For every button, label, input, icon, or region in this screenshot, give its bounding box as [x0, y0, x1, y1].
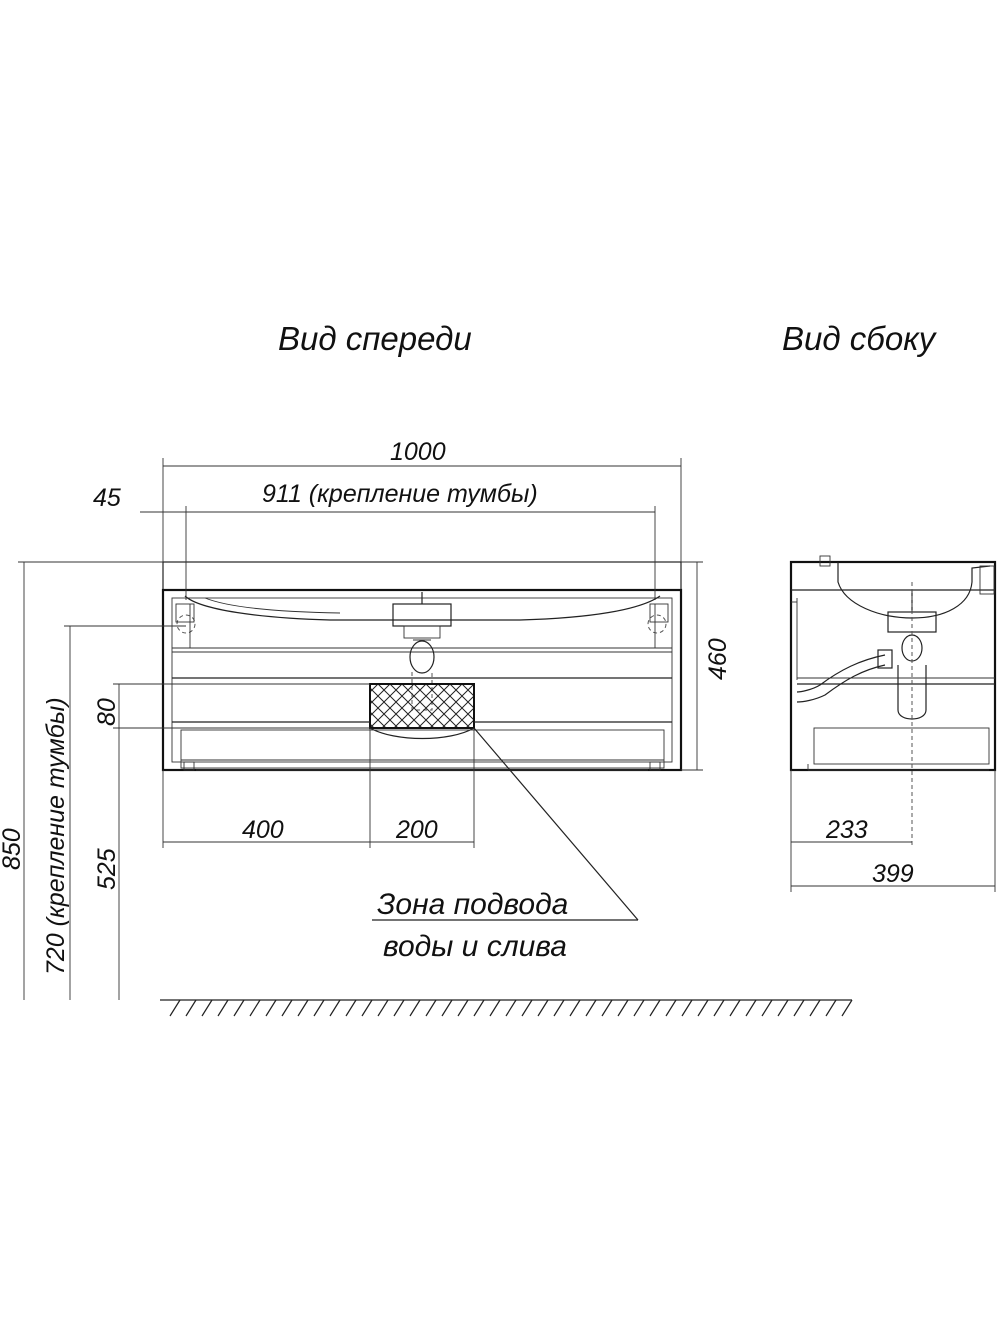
dim-height: 460: [704, 638, 732, 680]
floor-hatch-mark: [297, 999, 309, 1017]
floor-hatch-mark: [777, 999, 789, 1017]
side-drawer: [813, 727, 990, 765]
floor-hatch-mark: [697, 999, 709, 1017]
front-view: [161, 561, 683, 772]
floor-hatch-mark: [585, 999, 597, 1017]
floor-hatch-mark: [633, 999, 645, 1017]
dim-drain-offset: 233: [825, 816, 868, 844]
dim-zone-offset-x: 400: [242, 816, 284, 844]
mount-hole-right: [647, 614, 667, 634]
floor-hatch-mark: [793, 999, 805, 1017]
mount-hole-left: [176, 614, 196, 634]
floor-hatch-mark: [217, 999, 229, 1017]
floor-hatch-mark: [201, 999, 213, 1017]
floor-hatch-mark: [713, 999, 725, 1017]
floor-hatch-mark: [761, 999, 773, 1017]
floor-hatch-mark: [569, 999, 581, 1017]
floor-hatch-mark: [377, 999, 389, 1017]
floor-hatch-mark: [169, 999, 181, 1017]
callout-line2: воды и слива: [383, 930, 567, 963]
floor-hatch-mark: [441, 999, 453, 1017]
dim-offset: 45: [93, 484, 121, 512]
siphon-nut: [392, 603, 452, 627]
floor-hatch-mark: [249, 999, 261, 1017]
floor-hatch-mark: [505, 999, 517, 1017]
side-cabinet-outline: [789, 560, 997, 772]
floor-hatch-mark: [457, 999, 469, 1017]
basin-top: [162, 561, 682, 591]
floor-hatch-mark: [537, 999, 549, 1017]
cabinet-body: [161, 588, 683, 772]
floor-hatch-mark: [809, 999, 821, 1017]
floor-hatch-mark: [345, 999, 357, 1017]
floor-hatch-mark: [681, 999, 693, 1017]
side-view-title: Вид сбоку: [782, 320, 938, 357]
floor-hatch-mark: [841, 999, 853, 1017]
drawer: [180, 729, 665, 769]
floor-line: [160, 999, 853, 1017]
floor-hatch-mark: [409, 999, 421, 1017]
basin-bowl: [184, 595, 661, 621]
drawer-handle-curve: [369, 727, 475, 740]
floor-hatch-mark: [665, 999, 677, 1017]
floor-hatch-mark: [601, 999, 613, 1017]
floor-hatch-mark: [489, 999, 501, 1017]
dim-zone-height: 80: [93, 698, 121, 726]
floor-hatch-mark: [521, 999, 533, 1017]
side-drain-hose: [796, 654, 886, 693]
floor-hatch-mark: [617, 999, 629, 1017]
floor-hatch-mark: [281, 999, 293, 1017]
dim-mount-height: 720 (крепление тумбы): [42, 697, 70, 975]
water-supply-zone: [369, 683, 475, 729]
callout-line1: Зона подвода: [377, 888, 568, 921]
dim-zone-width: 200: [395, 816, 438, 844]
floor-hatch-mark: [329, 999, 341, 1017]
front-view-title: Вид спереди: [278, 320, 472, 357]
front-dimensions: 1000 45 911 (крепление тумбы) 460 850 72…: [0, 438, 732, 1000]
cabinet-inner-frame: [171, 597, 673, 763]
floor-hatch-mark: [361, 999, 373, 1017]
dim-zone-from-floor: 525: [93, 848, 121, 890]
side-view: [789, 555, 997, 846]
floor-hatch-mark: [265, 999, 277, 1017]
floor-hatch-mark: [553, 999, 565, 1017]
floor-hatch-mark: [473, 999, 485, 1017]
dim-total-width: 1000: [390, 438, 446, 466]
dim-depth: 399: [872, 860, 914, 888]
siphon-bulb: [409, 640, 435, 674]
floor-hatch-mark: [649, 999, 661, 1017]
dim-total-height: 850: [0, 828, 26, 870]
floor-hatch-mark: [745, 999, 757, 1017]
floor-hatch-mark: [425, 999, 437, 1017]
floor-hatch-mark: [233, 999, 245, 1017]
dim-mount-width: 911 (крепление тумбы): [262, 480, 538, 508]
floor-hatch-mark: [313, 999, 325, 1017]
floor-hatch-mark: [185, 999, 197, 1017]
side-dimensions: 233 399: [790, 770, 996, 892]
callout-leader: [473, 727, 639, 921]
side-siphon-nut: [887, 611, 937, 633]
floor-hatch-mark: [825, 999, 837, 1017]
floor-hatch-mark: [729, 999, 741, 1017]
floor-hatch-mark: [393, 999, 405, 1017]
